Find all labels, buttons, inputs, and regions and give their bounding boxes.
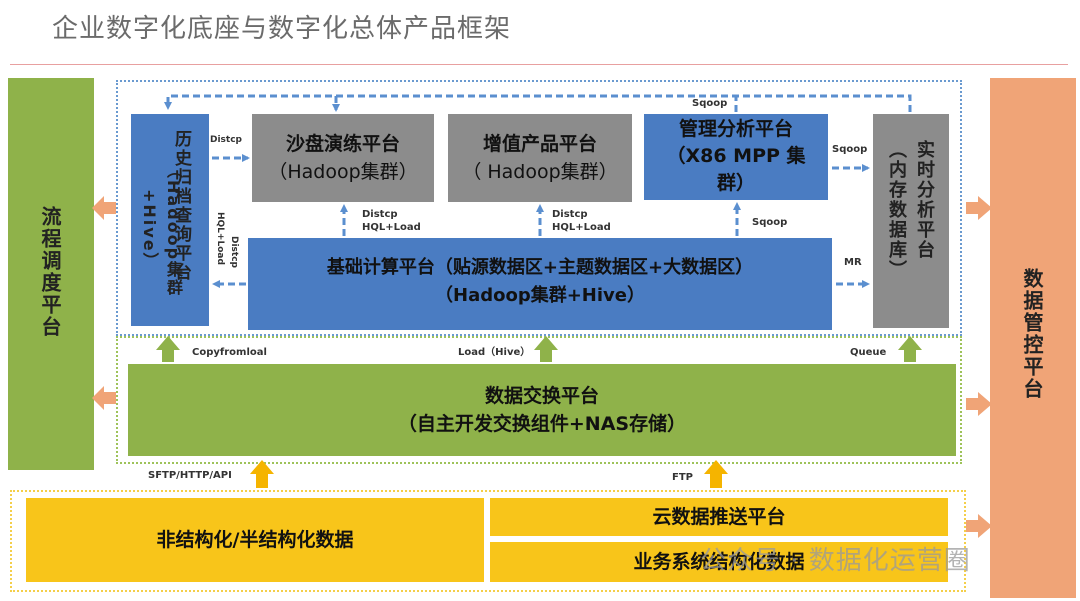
business-structured-data[interactable]: 业务系统结构化数据 [490,542,948,582]
label-load-hive: Load（Hive） [458,347,531,358]
right-orange-arrow-1 [966,196,992,220]
label-ftp: FTP [672,472,693,483]
left-orange-arrow-2 [92,386,116,410]
realtime-subtitle: （内存数据库） [886,140,907,280]
unstructured-data[interactable]: 非结构化/半结构化数据 [26,498,484,582]
load-hive-up-arrow [534,336,558,362]
cloud-push-platform[interactable]: 云数据推送平台 [490,498,948,536]
label-hql-1: HQL+Load [362,222,421,233]
archive-title: 历史归档查询平台 [171,130,191,282]
process-scheduling-platform[interactable]: 流程调度平台 [8,78,94,470]
business-structured-label: 业务系统结构化数据 [633,551,805,573]
page-title: 企业数字化底座与数字化总体产品框架 [52,14,512,44]
unstructured-label: 非结构化/半结构化数据 [156,529,354,551]
base-title: 基础计算平台（贴源数据区+主题数据区+大数据区） [326,257,754,278]
upper-platform-group [116,80,962,336]
label-copyfromloal: Copyfromloal [192,347,267,358]
exchange-group [116,336,962,464]
realtime-title: 实时分析平台 [914,140,935,260]
sftp-up-arrow [250,460,274,488]
label-sqoop-right: Sqoop [832,144,868,155]
label-distcp-small: Distcp [210,135,242,145]
title-divider [10,64,1068,65]
label-distcp-2: Distcp [552,209,588,220]
right-orange-arrow-2 [966,392,992,416]
base-computing-platform[interactable]: 基础计算平台（贴源数据区+主题数据区+大数据区） （Hadoop集群+Hive） [248,238,832,330]
archive-query-platform[interactable]: 历史归档查询平台 （Hadoop集群+Hive） [131,114,209,326]
right-orange-arrow-3 [966,514,992,538]
exchange-subtitle: （自主开发交换组件+NAS存储） [397,413,687,435]
label-sftp: SFTP/HTTP/API [148,470,232,481]
sandbox-title: 沙盘演练平台 [285,133,400,155]
label-distcp-1: Distcp [362,209,398,220]
left-orange-arrow-1 [92,196,116,220]
mgmt-subtitle-1: （X86 MPP 集 [666,145,806,167]
label-hql-vertical: HQL+Load [215,212,225,265]
source-data-group [10,490,966,592]
watermark: 公众号 · 数据化运营圈 [700,546,971,576]
exchange-title: 数据交换平台 [484,385,599,407]
label-sqoop-mid: Sqoop [752,217,788,228]
cloud-push-label: 云数据推送平台 [652,506,786,528]
label-sqoop-top: Sqoop [692,98,728,109]
sandbox-platform[interactable]: 沙盘演练平台 （Hadoop集群） [252,114,434,202]
value-added-title: 增值产品平台 [482,133,597,155]
data-governance-label: 数据管控平台 [1020,268,1044,400]
value-added-subtitle: （ Hadoop集群） [462,161,618,183]
label-distcp-vertical: Distcp [229,236,239,268]
data-governance-platform[interactable]: 数据管控平台 [990,78,1076,598]
sqoop-loop-line [164,94,912,112]
data-exchange-platform[interactable]: 数据交换平台 （自主开发交换组件+NAS存储） [128,364,956,456]
process-scheduling-label: 流程调度平台 [38,206,62,338]
ftp-up-arrow [704,460,728,488]
realtime-analytics-platform[interactable]: 实时分析平台 （内存数据库） [873,114,949,328]
mgmt-title: 管理分析平台 [678,118,793,140]
archive-subtitle: （Hadoop集群+Hive） [140,162,183,298]
mgmt-subtitle-2: 群） [716,172,755,194]
label-queue: Queue [850,347,887,358]
management-analytics-platform[interactable]: 管理分析平台 （X86 MPP 集 群） [644,114,828,200]
value-added-platform[interactable]: 增值产品平台 （ Hadoop集群） [448,114,632,202]
label-mr: MR [844,257,862,268]
sandbox-subtitle: （Hadoop集群） [268,161,418,183]
base-subtitle: （Hadoop集群+Hive） [435,285,645,306]
queue-up-arrow [898,336,922,362]
copyfrom-up-arrow [156,336,180,362]
label-hql-2: HQL+Load [552,222,611,233]
